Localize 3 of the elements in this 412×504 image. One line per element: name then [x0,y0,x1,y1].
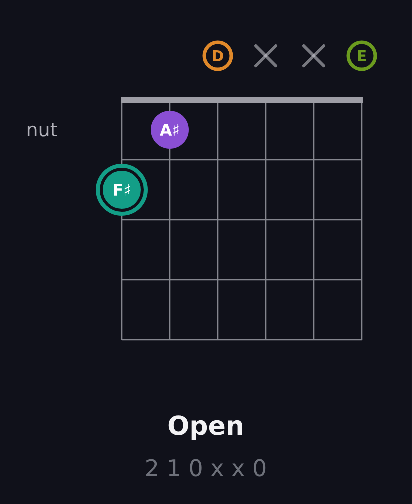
fingering-caption: 2 1 0 x x 0 [146,459,266,477]
chord-title: Open [168,416,242,440]
nut-label: nut [28,123,58,137]
